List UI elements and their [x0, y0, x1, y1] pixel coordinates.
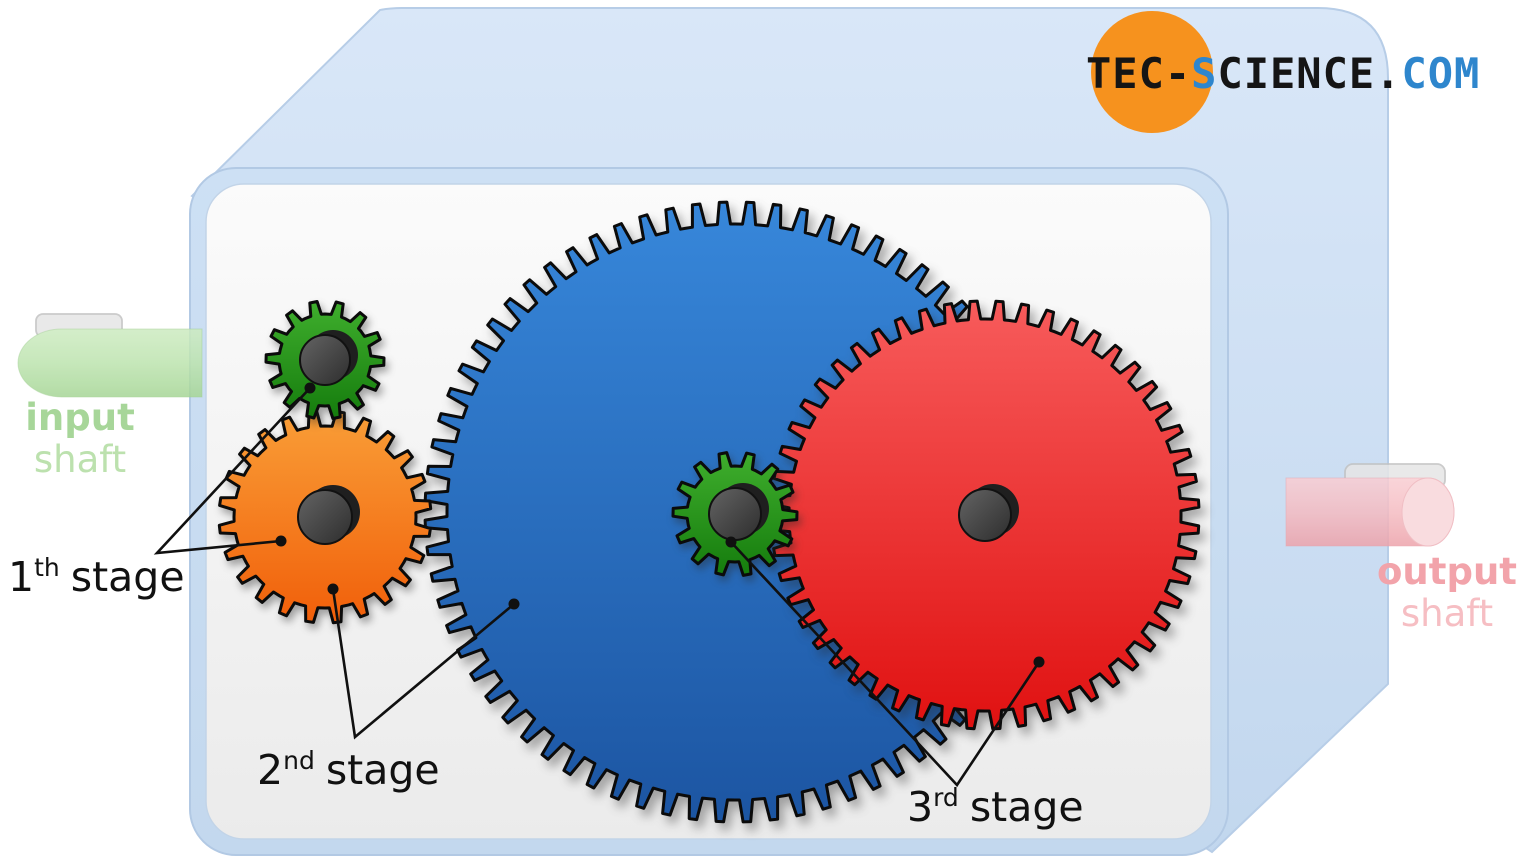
stage3-leader-line — [730, 541, 1041, 788]
logo-seg-s: S — [1191, 49, 1217, 98]
stage3-word: stage — [970, 783, 1084, 831]
stage1-leader-line — [153, 387, 311, 555]
logo-seg-com: COM — [1401, 49, 1480, 98]
green-gear-input-pinion-shaft-hub — [299, 334, 351, 386]
stage2-leader-dot-1 — [327, 583, 339, 595]
stage1-leader-dot-1 — [304, 382, 316, 394]
output-shaft-label-line1: output — [1377, 550, 1517, 593]
green-gear-stage3-pinion — [671, 451, 799, 577]
gear-train — [217, 200, 1201, 824]
input-shaft-label-line2: shaft — [34, 438, 126, 481]
green-gear-stage3-pinion-shaft-hub — [708, 487, 762, 541]
output-shaft — [1285, 463, 1455, 547]
stage1-number: 1 — [8, 553, 34, 601]
stage1-leader-dot-2 — [275, 535, 287, 547]
stage3-leader — [725, 536, 1045, 788]
stage1-ordinal: th — [34, 553, 60, 582]
stage2-leader — [327, 583, 520, 740]
stage2-ordinal: nd — [283, 746, 315, 775]
input-shaft-cylinder — [17, 328, 203, 398]
output-shaft-end-cap — [1401, 477, 1455, 547]
green-gear-input-pinion — [264, 300, 386, 420]
stage-leader-lines — [153, 382, 1045, 788]
stage1-leader — [153, 382, 316, 555]
stage3-number: 3 — [907, 783, 933, 831]
red-gear-stage3-wheel — [769, 299, 1201, 731]
tec-science-logo: TEC-SCIENCE.COM — [1086, 11, 1480, 133]
stage2-word: stage — [326, 746, 440, 794]
stage3-leader-dot-1 — [725, 536, 737, 548]
stage3-leader-dot-2 — [1033, 656, 1045, 668]
red-gear-stage3-wheel-shaft-hub — [958, 488, 1012, 542]
stage1-word: stage — [71, 553, 185, 601]
stage2-leader-line — [331, 588, 515, 740]
stage3-ordinal: rd — [933, 783, 959, 812]
input-shaft — [17, 313, 203, 398]
logo-seg-tec: TEC- — [1086, 49, 1191, 98]
stage2-leader-dot-2 — [508, 598, 520, 610]
output-shaft-label-line2: shaft — [1401, 592, 1493, 635]
logo-wordmark: TEC-SCIENCE.COM — [1086, 49, 1480, 98]
input-shaft-label-line1: input — [25, 396, 135, 439]
stage2-number: 2 — [257, 746, 283, 794]
orange-gear-stage1-wheel-shaft-hub — [297, 489, 353, 545]
orange-gear-stage1-wheel — [217, 409, 433, 625]
logo-seg-dot: . — [1375, 49, 1401, 98]
logo-seg-cience: CIENCE — [1217, 49, 1375, 98]
logo-badge-circle — [1091, 11, 1213, 133]
